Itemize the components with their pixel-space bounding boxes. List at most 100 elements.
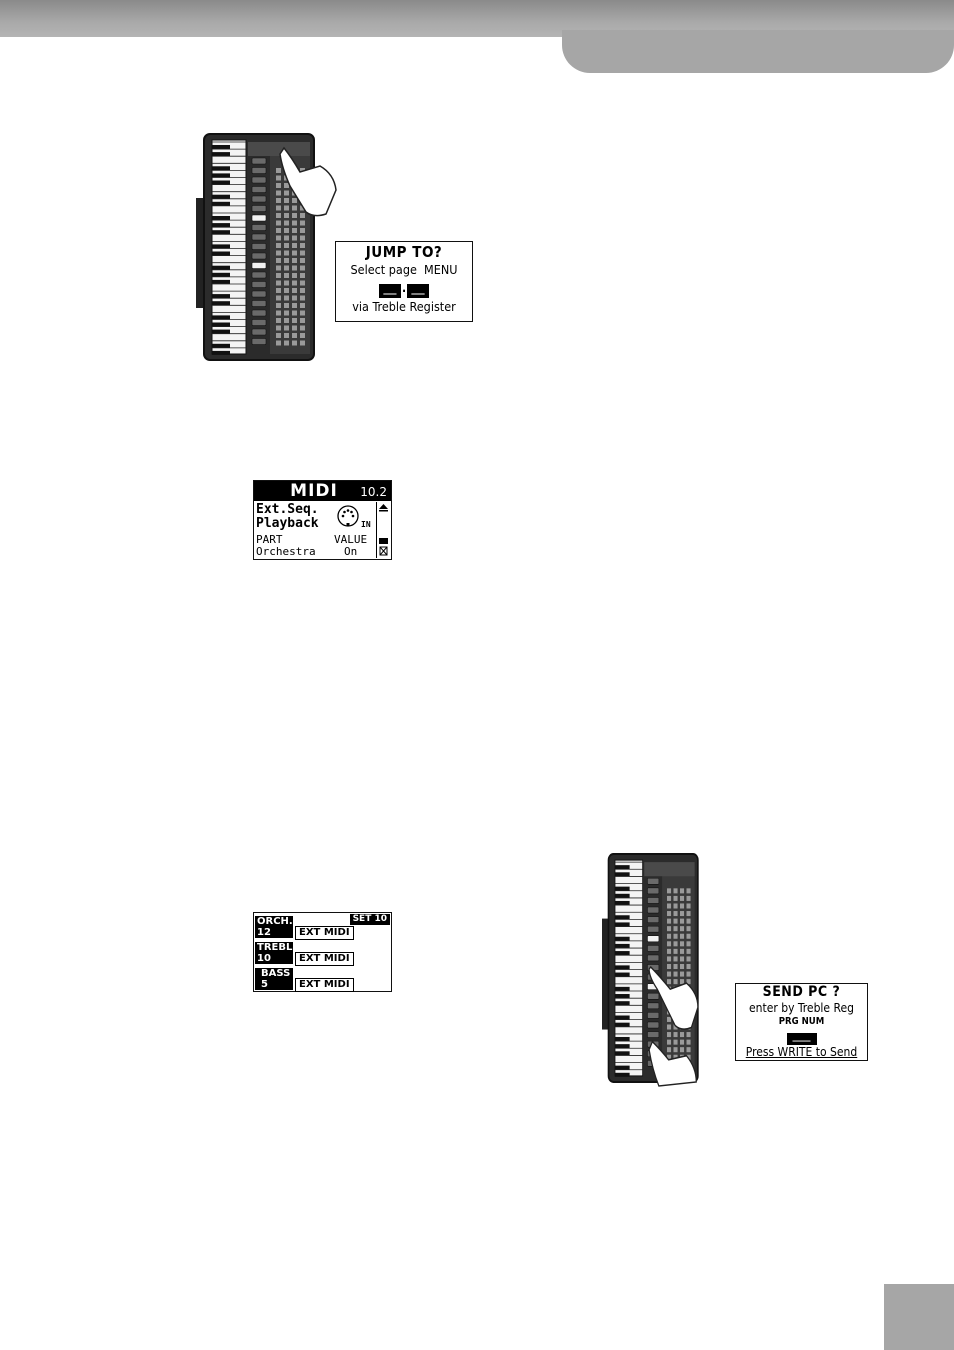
black-key <box>615 1001 630 1005</box>
bass-part-number: 5 <box>261 979 291 990</box>
grille-slot <box>300 333 305 338</box>
grille-slot <box>674 1047 678 1052</box>
set-lcd-screen: SET 10 ORCH. 12 EXT MIDI TREBLE 10 EXT M… <box>253 912 392 992</box>
grille-slot <box>300 258 305 263</box>
jump-to-hint: via Treble Register <box>336 298 472 316</box>
register-button <box>648 1032 659 1038</box>
grille-slot <box>292 311 297 316</box>
register-button <box>648 897 659 903</box>
treble-part-label: TREBLE 10 <box>255 942 293 964</box>
grille-slot <box>680 888 684 893</box>
grille-slot <box>687 926 691 931</box>
grille-slot <box>284 236 289 241</box>
grille-slot <box>276 318 281 323</box>
grille-slot <box>292 236 297 241</box>
grille-slot <box>292 303 297 308</box>
grille-slot <box>284 198 289 203</box>
black-key <box>212 223 230 227</box>
black-key <box>212 351 230 355</box>
grille-slot <box>292 258 297 263</box>
orch-part-label: ORCH. 12 <box>255 916 293 938</box>
grille-slot <box>300 266 305 271</box>
jump-to-blank-page: __ <box>407 284 429 298</box>
lcd-param-name-1: Ext.Seq. <box>256 502 319 517</box>
grille-slot <box>284 251 289 256</box>
register-button <box>252 187 266 193</box>
grille-slot <box>276 251 281 256</box>
black-key <box>615 872 630 876</box>
grille-slot <box>276 243 281 248</box>
register-button <box>648 926 659 932</box>
grille-slot <box>667 911 671 916</box>
register-button <box>648 1022 659 1028</box>
grille-slot <box>680 919 684 924</box>
black-key <box>212 244 230 248</box>
register-button <box>648 917 659 923</box>
treble-part-name: TREBLE <box>257 942 291 953</box>
grille-slot <box>284 243 289 248</box>
grille-slot <box>292 266 297 271</box>
black-key <box>212 315 230 319</box>
grille-slot <box>674 934 678 939</box>
grille-slot <box>680 956 684 961</box>
grille-slot <box>284 341 289 346</box>
grille-slot <box>284 213 289 218</box>
grille-slot <box>276 326 281 331</box>
bass-part-label: BASS 5 <box>255 968 293 990</box>
black-key <box>212 173 230 177</box>
jump-to-blank-menu: __ <box>379 284 401 298</box>
black-key <box>212 280 230 284</box>
black-key <box>615 1073 630 1077</box>
grille-slot <box>687 949 691 954</box>
black-key <box>615 944 630 948</box>
grille-slot <box>687 896 691 901</box>
grille-slot <box>667 956 671 961</box>
black-key <box>212 145 230 149</box>
grille-slot <box>300 311 305 316</box>
set-row-bass: BASS 5 EXT MIDI <box>254 968 392 992</box>
black-key <box>615 1066 630 1070</box>
register-button <box>648 955 659 961</box>
grille-slot <box>674 903 678 908</box>
grille-slot <box>687 1047 691 1052</box>
grille-slot <box>276 311 281 316</box>
register-button <box>252 329 266 335</box>
grille-slot <box>674 972 678 977</box>
accordion-illustration-bottom <box>602 848 732 1086</box>
grille-slot <box>276 236 281 241</box>
grille-slot <box>300 213 305 218</box>
grille-slot <box>292 243 297 248</box>
grille-slot <box>284 311 289 316</box>
grille-slot <box>680 1032 684 1037</box>
grille-slot <box>667 926 671 931</box>
register-button <box>648 878 659 884</box>
page-number-box <box>884 1284 954 1350</box>
grille-slot <box>276 213 281 218</box>
grille-slot <box>667 1040 671 1045</box>
lcd-row-value: On <box>344 546 357 558</box>
grille-slot <box>292 341 297 346</box>
send-pc-prg-num-label: PRG NUM <box>736 1016 867 1027</box>
orch-ext-midi-badge: EXT MIDI <box>295 926 354 940</box>
lcd-scrollbar[interactable] <box>376 502 390 558</box>
register-button <box>648 1003 659 1009</box>
grille-slot <box>667 896 671 901</box>
grille-slot <box>667 934 671 939</box>
lcd-param-name-2: Playback <box>256 516 319 531</box>
grille-slot <box>300 236 305 241</box>
jump-to-popup: JUMP TO? Select page MENU __.__ via Treb… <box>335 241 473 322</box>
black-key <box>615 965 630 969</box>
grille-slot <box>284 206 289 211</box>
grille-slot <box>276 176 281 181</box>
black-key <box>212 301 230 305</box>
register-button <box>648 907 659 913</box>
set-row-treble: TREBLE 10 EXT MIDI <box>254 942 392 966</box>
register-button <box>252 196 266 202</box>
grille-slot <box>667 1024 671 1029</box>
grille-slot <box>680 903 684 908</box>
grille-slot <box>300 341 305 346</box>
grille-slot <box>284 303 289 308</box>
send-pc-entry: ___ <box>736 1027 867 1045</box>
black-key <box>212 323 230 327</box>
black-key <box>212 252 230 256</box>
